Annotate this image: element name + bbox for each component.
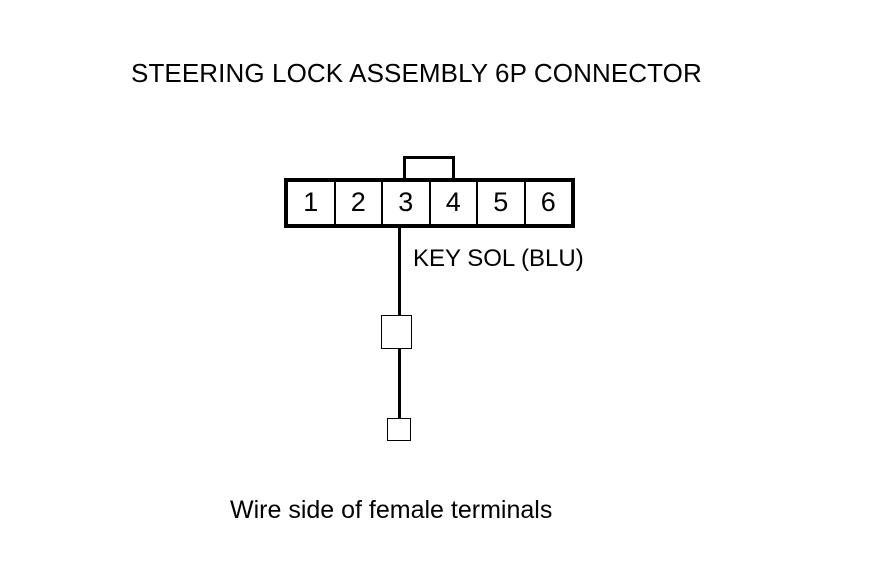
pin-label-3: 3 (398, 186, 414, 217)
terminal-square-large (381, 315, 412, 349)
pin-cell-4[interactable]: 4 (430, 182, 478, 224)
pin-cell-6[interactable]: 6 (525, 182, 571, 224)
terminal-square-small (387, 418, 411, 441)
wire-segment-upper (398, 226, 401, 316)
pin-cell-3[interactable]: 3 (383, 182, 431, 224)
connector-latch-tab-icon (403, 156, 455, 180)
connector-body: 1 2 3 4 5 6 (284, 178, 575, 228)
pin-cell-2[interactable]: 2 (335, 182, 383, 224)
pin-label-6: 6 (540, 186, 556, 217)
pin-cell-5[interactable]: 5 (478, 182, 526, 224)
wire-label-key-sol: KEY SOL (BLU) (413, 245, 584, 272)
pin-label-2: 2 (350, 186, 366, 217)
diagram-caption: Wire side of female terminals (230, 496, 553, 524)
pin-label-4: 4 (445, 186, 461, 217)
pin-cell-1[interactable]: 1 (288, 182, 336, 224)
diagram-title: STEERING LOCK ASSEMBLY 6P CONNECTOR (131, 58, 702, 88)
pin-label-1: 1 (303, 186, 319, 217)
wire-segment-lower (398, 347, 401, 419)
pin-label-5: 5 (493, 186, 509, 217)
